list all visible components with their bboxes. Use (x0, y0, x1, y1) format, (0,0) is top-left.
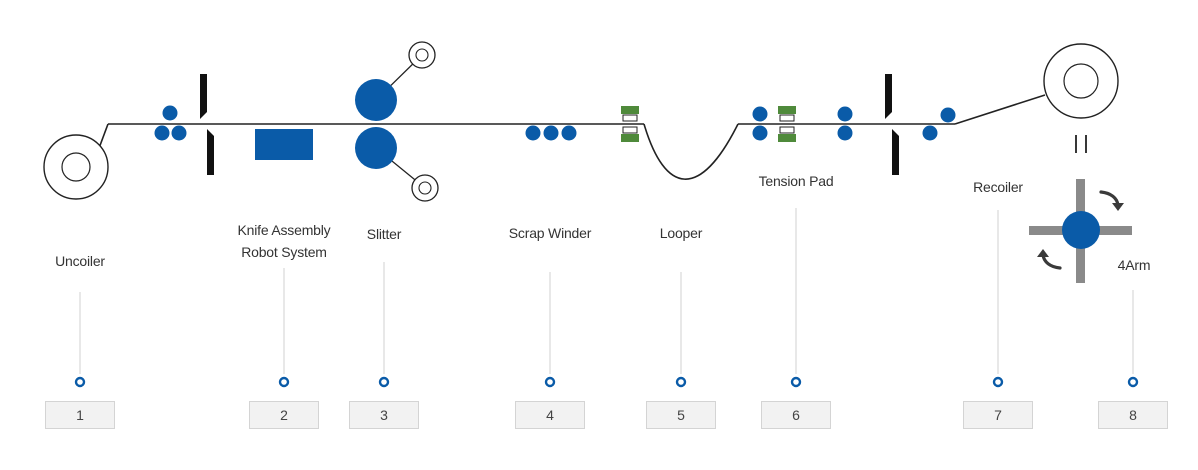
label-4arm: 4Arm (1117, 257, 1151, 273)
label-line: Knife Assembly (237, 222, 331, 238)
label-recoiler: Recoiler (973, 179, 1023, 195)
pinch-roll-icon (837, 106, 853, 141)
four-arm-turret-icon (1029, 179, 1132, 283)
uncoiler-coil-icon (43, 134, 109, 200)
strip-path (91, 94, 1046, 180)
knife-blade-icon (200, 74, 214, 175)
station-number-4: 4 (515, 401, 585, 429)
recoiler-coil-icon (1043, 43, 1119, 119)
label-looper: Looper (659, 225, 703, 241)
tension-pad-icon (621, 106, 639, 142)
slitter-roll-icon (355, 41, 439, 202)
pinch-roll-icon (154, 105, 187, 141)
knife-blade-icon (885, 74, 899, 175)
tension-pad-icon (778, 106, 796, 142)
robot-block-icon (255, 129, 313, 160)
label-scrap-winder: Scrap Winder (508, 225, 592, 241)
station-number-7: 7 (963, 401, 1033, 429)
pinch-roll-icon (752, 106, 768, 141)
station-number-1: 1 (45, 401, 115, 429)
station-number-5: 5 (646, 401, 716, 429)
station-number-8: 8 (1098, 401, 1168, 429)
station-number-2: 2 (249, 401, 319, 429)
label-slitter: Slitter (366, 226, 402, 242)
parallel-bars-icon (1075, 135, 1087, 153)
label-tension-pad: Tension Pad (758, 173, 834, 189)
rotation-arrowhead-icon (1037, 203, 1124, 257)
label-uncoiler: Uncoiler (55, 253, 105, 269)
guide-lines (79, 208, 1134, 374)
scrap-winder-roll-icon (525, 125, 577, 141)
pinch-roll-icon (922, 107, 956, 141)
label-knife-assembly-robot-system: Knife Assembly Robot System (238, 219, 331, 263)
station-number-6: 6 (761, 401, 831, 429)
label-line: Robot System (241, 244, 327, 260)
station-number-3: 3 (349, 401, 419, 429)
marker-ring-icons (74, 376, 1139, 388)
